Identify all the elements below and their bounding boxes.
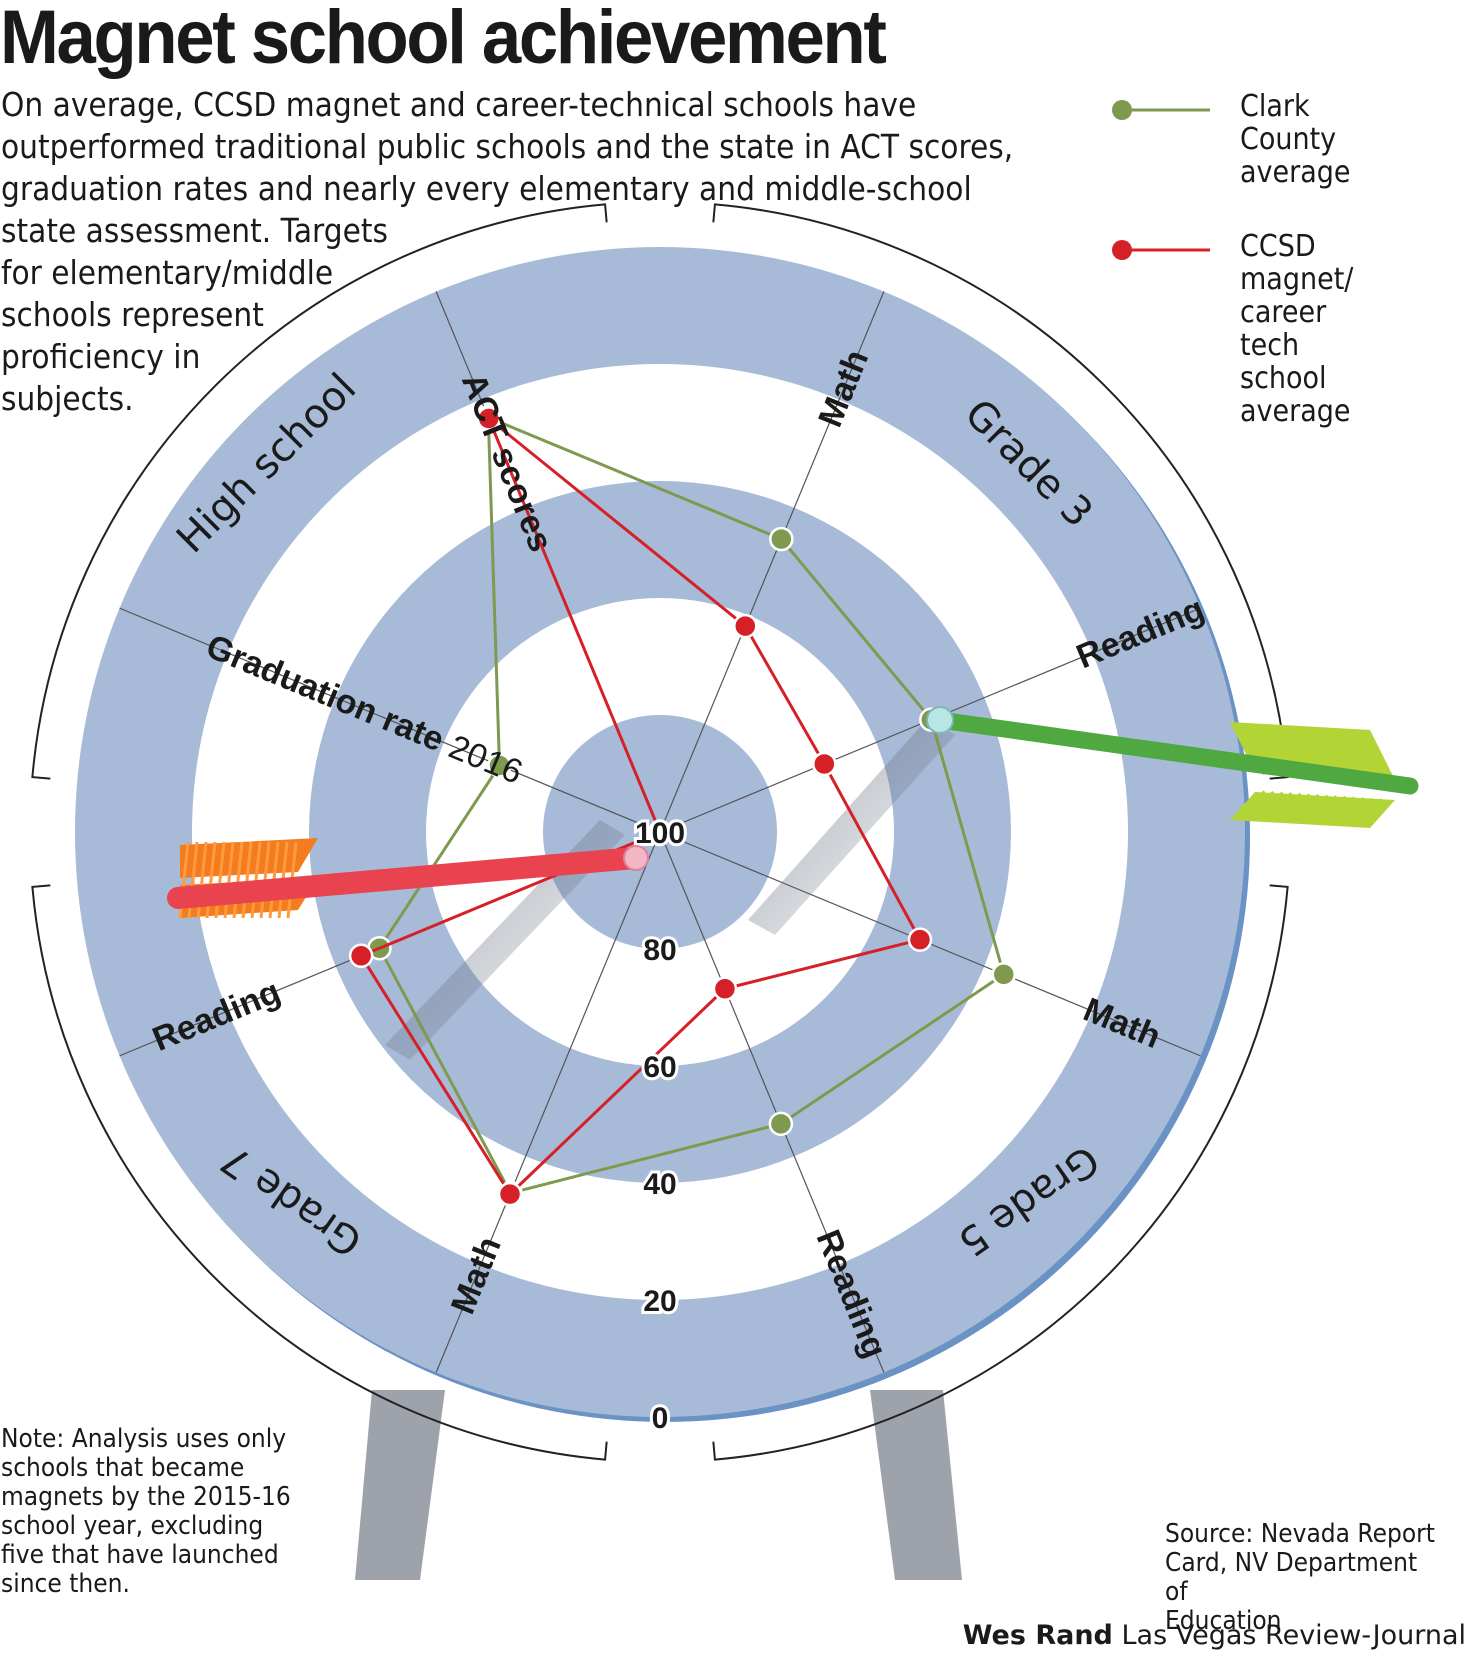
scale-tick-label: 100: [635, 817, 685, 850]
group-bracket: [712, 884, 1289, 1461]
intro-line: graduation rates and nearly every elemen…: [1, 169, 972, 208]
arrow-shadow: [748, 718, 955, 935]
axis-spoke: [435, 831, 661, 1373]
page-title: Magnet school achievement: [0, 0, 887, 80]
source-line: Education: [1165, 1606, 1282, 1636]
legend-swatch-ccsd: [1112, 240, 1210, 260]
series-lines: [348, 405, 1016, 1207]
arrow-feather: [223, 841, 235, 919]
footnote-line: five that have launched: [1, 1540, 279, 1570]
scale-tick-label: 60: [643, 1051, 676, 1084]
axis-spoke: [659, 831, 885, 1373]
data-point: [712, 976, 738, 1001]
intro-line: proficiency in: [1, 337, 201, 376]
target-stand: [355, 1390, 962, 1580]
axis-spoke: [659, 291, 885, 833]
group-bracket: [31, 884, 608, 1461]
intro-line: for elementary/middle: [1, 253, 334, 292]
arrow-fletching: [1230, 792, 1395, 828]
credit: Wes Rand Las Vegas Review-Journal: [963, 1620, 1466, 1651]
legend-text: school average: [1240, 361, 1351, 429]
decorative-arrows: [167, 706, 1419, 919]
stand-leg-left: [355, 1390, 445, 1580]
group-bracket: [712, 203, 1289, 780]
scale-tick-labels: 100 80 60 40 20 0: [632, 814, 688, 1438]
legend-swatch-clark: [1112, 100, 1210, 120]
data-point: [991, 962, 1016, 987]
data-point: [647, 819, 673, 845]
green-arrow: [926, 706, 1419, 828]
credit-author: Wes Rand: [962, 1620, 1113, 1651]
footnote-line: since then.: [1, 1569, 130, 1599]
legend-label-clark: Clark County average: [1240, 90, 1351, 189]
data-point: [769, 526, 794, 552]
source-line: Source: Nevada Report: [1165, 1519, 1435, 1549]
intro-line: outperformed traditional public schools …: [1, 127, 1014, 166]
stand-leg-right: [870, 1390, 962, 1580]
data-point: [733, 613, 758, 639]
legend-text: CCSD magnet/: [1240, 229, 1354, 297]
arrow-shaft: [167, 847, 647, 909]
footnote-line: school year, excluding: [1, 1511, 264, 1541]
arrow-tip: [623, 845, 649, 871]
arrow-shaft: [931, 711, 1419, 795]
arrow-tip: [926, 706, 954, 734]
footnote: Note: Analysis uses only schools that be…: [1, 1425, 291, 1599]
legend-text: Clark County: [1240, 89, 1337, 157]
arrow-feather: [250, 841, 262, 919]
footnote-line: magnets by the 2015-16: [1, 1482, 291, 1512]
arrow-feather: [241, 841, 253, 919]
legend-text: career tech: [1240, 295, 1327, 363]
intro-line: state assessment. Targets: [1, 211, 388, 250]
credit-outlet: Las Vegas Review-Journal: [1121, 1620, 1466, 1651]
red-arrow: [167, 838, 649, 919]
data-point: [497, 1181, 523, 1207]
intro-line: subjects.: [1, 379, 134, 418]
intro-line: On average, CCSD magnet and career-techn…: [1, 85, 917, 124]
arrow-feather: [232, 841, 244, 919]
footnote-line: schools that became: [1, 1453, 245, 1483]
arrow-shadows: [385, 718, 955, 1060]
footnote-line: Note: Analysis uses only: [1, 1424, 287, 1454]
intro-text: On average, CCSD magnet and career-techn…: [1, 84, 1013, 420]
data-point: [348, 943, 374, 969]
data-point: [476, 406, 501, 431]
data-point: [768, 1111, 794, 1137]
scale-tick-label: 20: [643, 1285, 676, 1318]
axis-spoke: [119, 607, 661, 833]
data-point: [907, 927, 933, 952]
group-bracket: [31, 203, 608, 780]
data-point: [487, 753, 512, 778]
arrow-shadow: [385, 820, 625, 1060]
scale-tick-label: 40: [643, 1168, 676, 1201]
source-line: Card, NV Department of: [1165, 1548, 1418, 1607]
group-brackets: [31, 203, 1289, 1461]
intro-line: schools represent: [1, 295, 264, 334]
scale-tick-label: 0: [652, 1402, 669, 1435]
data-point: [812, 751, 837, 777]
source-note: Source: Nevada Report Card, NV Departmen…: [1165, 1520, 1440, 1636]
legend-label-ccsd: CCSD magnet/ career tech school average: [1240, 230, 1353, 428]
legend-text: average: [1240, 155, 1351, 190]
scale-tick-label: 80: [643, 934, 676, 967]
